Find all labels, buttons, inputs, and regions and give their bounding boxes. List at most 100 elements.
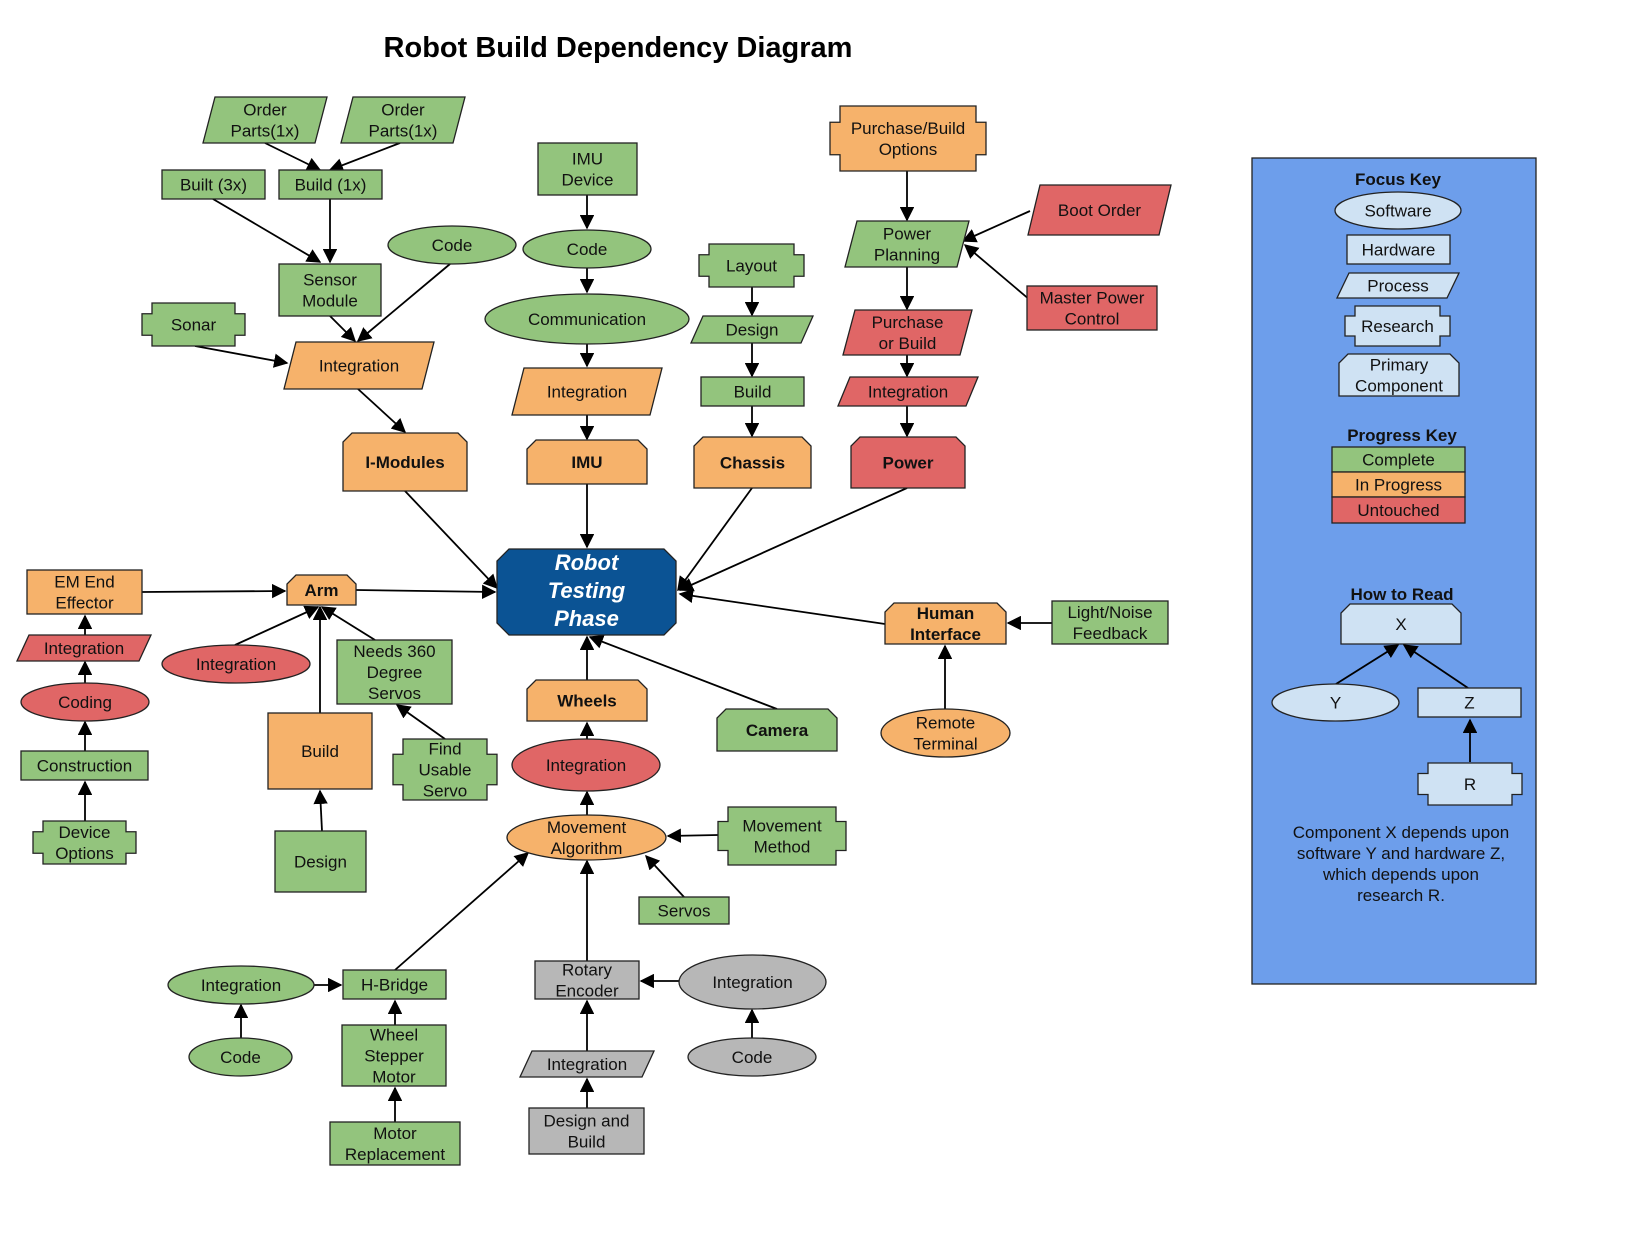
node-shape [693,436,812,489]
legend-arrow [1402,644,1469,689]
dependency-arrow [395,704,446,740]
node-wheels: Wheels [526,679,648,722]
legend-process: Process [1335,272,1461,299]
node-shape [340,96,466,144]
legend-label: Hardware [1362,241,1436,260]
legend-label: R [1464,775,1476,794]
node-h-bridge: H-Bridge [342,969,447,1000]
node-imu: IMU [526,439,648,485]
node-shape [717,806,847,866]
node-integration-em: Integration [15,634,153,662]
legend-label: In Progress [1355,476,1442,495]
legend-software: Software [1334,191,1462,230]
node-shape [829,105,987,172]
dependency-arrow [355,584,497,600]
node-label: Code [432,236,473,255]
legend-shape [1338,353,1460,397]
node-construction: Construction [20,750,149,781]
node-shape [850,436,966,489]
node-shape [336,639,453,705]
legend-shape [1334,191,1462,230]
dependency-arrow [678,487,908,592]
node-shape [506,814,667,861]
node-communication: Communication [484,293,690,345]
node-label: Camera [746,721,809,740]
node-integration-imod: Integration [283,341,435,390]
dependency-arrow [212,198,322,263]
node-label: Layout [726,257,777,276]
dependency-arrow [678,588,886,625]
node-shape [534,960,640,1000]
node-shape [342,432,468,492]
node-shape [837,376,979,407]
node-label: Integration [712,973,792,992]
legend-in-progress: In Progress [1331,471,1466,498]
node-label: Build (1x) [295,176,367,195]
node-coding: Coding [20,682,150,722]
legend-untouched: Untouched [1331,496,1466,524]
legend-shape [1331,446,1466,473]
node-shape [267,712,373,790]
node-label: Servos [658,902,711,921]
node-build-chassis: Build [700,376,805,407]
legend-example-z: Z [1417,687,1522,718]
node-shape [329,1121,461,1166]
legend-shape [1340,603,1462,645]
node-shape [342,969,447,1000]
node-shape [537,142,638,196]
node-shape [511,367,663,416]
focus-key-heading: Focus Key [1355,170,1442,189]
legend-shape [1335,272,1461,299]
node-label: Integration [547,383,627,402]
node-shape [26,569,143,615]
legend-label: Z [1464,694,1474,713]
legend-example-r: R [1417,762,1523,806]
node-code-hb: Code [188,1037,293,1077]
dependency-arrow [320,606,376,641]
node-shape [20,682,150,722]
node-design-arm: Design [274,830,367,893]
dependency-arrow [677,487,753,592]
node-shape [884,602,1007,645]
dependency-arrow [357,388,407,433]
node-shape [687,1037,817,1077]
node-integration-imu: Integration [511,367,663,416]
legend-shape [1331,496,1466,524]
node-shape [286,574,357,606]
node-shape [484,293,690,345]
node-label: Integration [868,383,948,402]
node-build-1x: Build (1x) [278,169,383,200]
node-label: Design [726,321,779,340]
node-shape [283,341,435,390]
node-label: Integration [196,655,276,674]
legend-example-x: X [1340,603,1462,645]
dependency-arrow [356,263,451,342]
node-label: Code [220,1048,261,1067]
node-shape [202,96,328,144]
node-shape [278,263,382,317]
legend-label: Y [1330,694,1341,713]
dependency-arrow [328,142,401,173]
node-shape [842,309,973,356]
node-arm: Arm [286,574,357,606]
dependency-arrow [645,854,685,898]
node-sonar: Sonar [141,302,246,347]
